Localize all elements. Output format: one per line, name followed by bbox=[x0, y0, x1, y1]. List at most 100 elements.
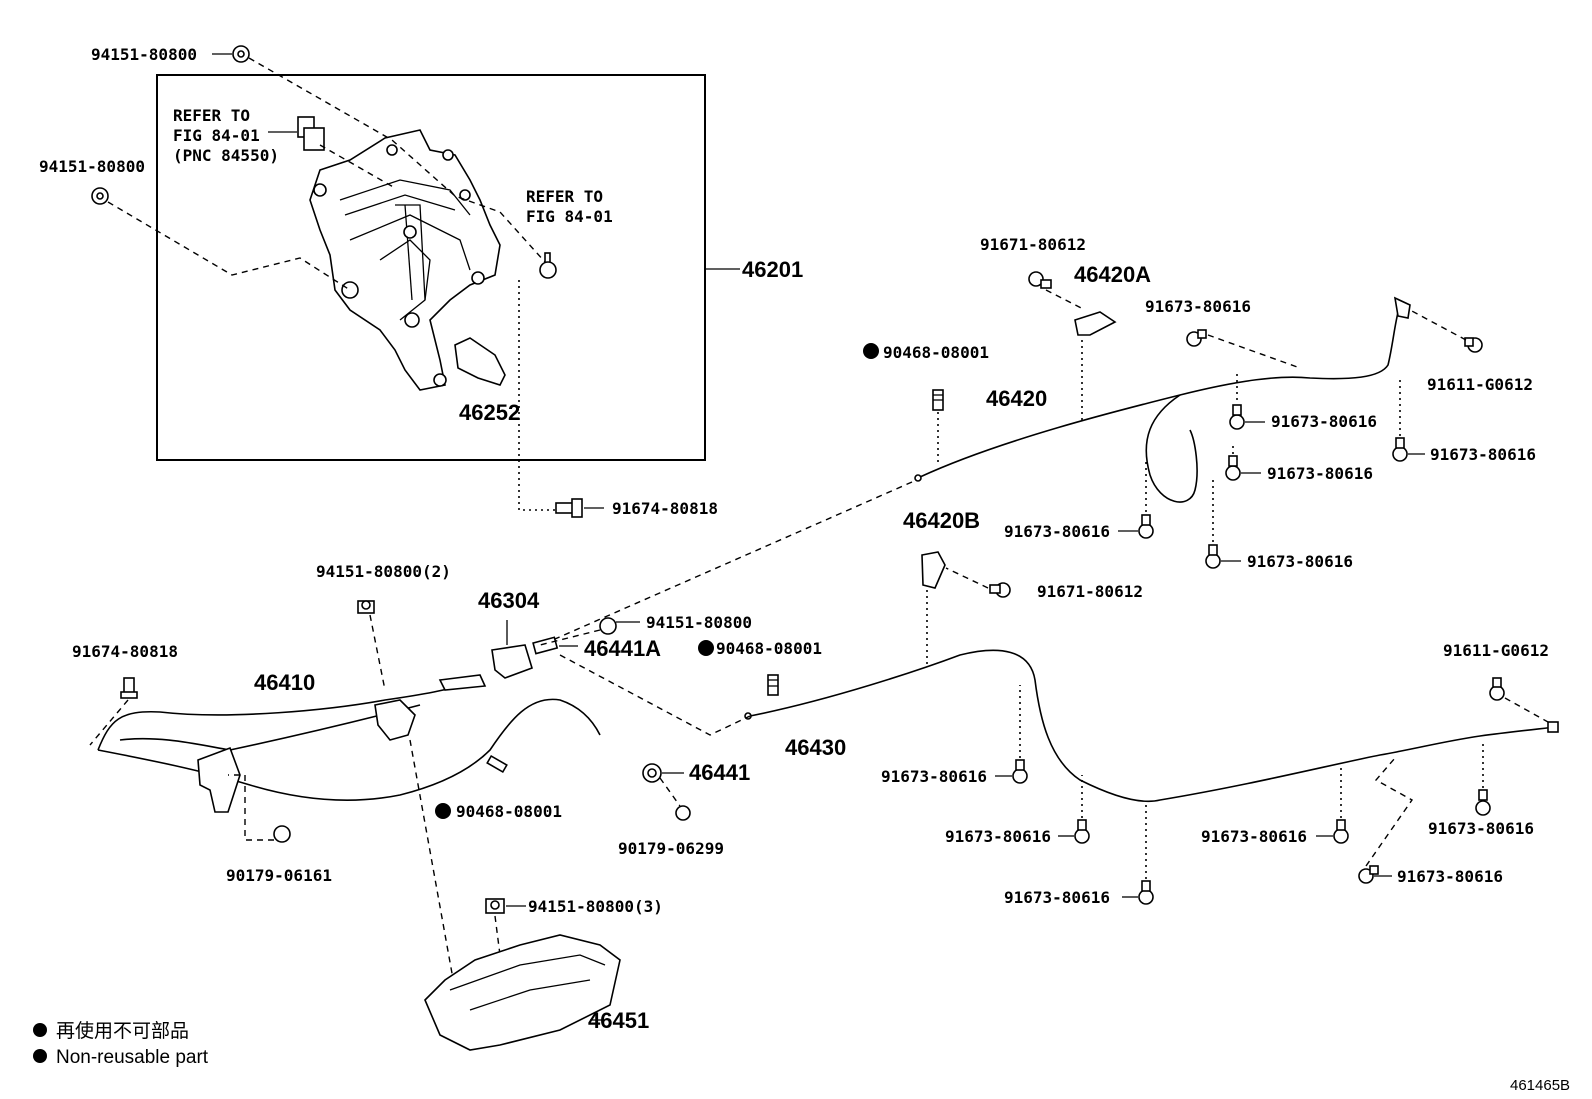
bolt-r6-icon bbox=[1205, 544, 1221, 569]
bolt-g0612-top-icon bbox=[1464, 337, 1483, 353]
dash-46441a-to-46430 bbox=[559, 654, 751, 736]
label-bolt-r3: 91673-80616 bbox=[1430, 445, 1536, 464]
non-reusable-mark-1 bbox=[863, 343, 879, 359]
label-nut-06161: 90179-06161 bbox=[226, 866, 332, 885]
label-clip-top: 94151-80800 bbox=[91, 45, 197, 64]
label-46441a: 46441A bbox=[584, 636, 661, 661]
dash-nut-bottom-3 bbox=[494, 915, 501, 956]
pedal-bracket bbox=[309, 129, 501, 391]
dash-46420a-bolt bbox=[1045, 289, 1086, 311]
clip-left-hole bbox=[96, 192, 104, 200]
part-46441-icon bbox=[642, 763, 662, 783]
pedal-assembly-frame bbox=[156, 74, 706, 461]
label-bolt-pedal: 91674-80818 bbox=[612, 499, 718, 518]
label-46420a: 46420A bbox=[1074, 262, 1151, 287]
dash-bolt-g0612-bottom bbox=[1504, 697, 1549, 723]
bracket-46304 bbox=[491, 644, 533, 679]
bolt-r1-icon bbox=[1186, 329, 1207, 347]
label-46441: 46441 bbox=[689, 760, 750, 785]
bolt-r3-icon bbox=[1392, 437, 1408, 462]
label-bolt-g0612-top: 91611-G0612 bbox=[1427, 375, 1533, 394]
part-46441a-icon bbox=[532, 636, 559, 655]
label-clip-red-3: 90468-08001 bbox=[456, 802, 562, 821]
nut-center-2-icon bbox=[357, 600, 375, 614]
label-nut-bottom-3: 94151-80800(3) bbox=[528, 897, 663, 916]
cable-46420-loop bbox=[1145, 394, 1198, 503]
pedal-pad-46252 bbox=[454, 337, 506, 386]
label-46420: 46420 bbox=[986, 386, 1047, 411]
dash-nut-center-2-b bbox=[409, 739, 456, 991]
label-bolt-l6: 91673-80616 bbox=[1397, 867, 1503, 886]
clip-red-2-icon bbox=[767, 674, 779, 696]
bracket-46420b bbox=[921, 551, 946, 589]
pedal-switch-body bbox=[303, 127, 325, 151]
label-clip-red-2: 90468-08001 bbox=[716, 639, 822, 658]
legend-jp: 再使用不可部品 bbox=[56, 1020, 189, 1042]
dots-pedal-bolt bbox=[518, 280, 556, 511]
legend-mark-jp bbox=[33, 1023, 47, 1037]
dash-bolt-l6 bbox=[1365, 757, 1414, 867]
bolt-l2-icon bbox=[1074, 819, 1090, 844]
non-reusable-mark-3 bbox=[435, 803, 451, 819]
cable-bracket-left bbox=[197, 746, 241, 813]
cover-46451-rib-2 bbox=[469, 979, 591, 1011]
note-refer-b-line2: FIG 84-01 bbox=[526, 207, 613, 226]
note-refer-a-line1: REFER TO bbox=[173, 106, 250, 125]
legend-en: Non-reusable part bbox=[56, 1047, 209, 1068]
nut-bottom-3-icon bbox=[485, 898, 505, 914]
dash-bolt-g0612-top bbox=[1409, 309, 1467, 341]
bolt-l1-icon bbox=[1012, 759, 1028, 784]
bolt-l3-icon bbox=[1138, 880, 1154, 905]
clip-top-hole bbox=[237, 50, 245, 58]
nut-06161-icon bbox=[273, 825, 291, 843]
label-46430: 46430 bbox=[785, 735, 846, 760]
label-bolt-l2: 91673-80616 bbox=[945, 827, 1051, 846]
label-bolt-l3: 91673-80616 bbox=[1004, 888, 1110, 907]
dash-nut-center-2-a bbox=[369, 614, 386, 691]
dash-bolt-r1 bbox=[1207, 334, 1301, 369]
label-clip-red-1: 90468-08001 bbox=[883, 343, 989, 362]
clip-red-1-icon bbox=[932, 389, 944, 411]
bolt-refer-b-icon bbox=[539, 252, 557, 279]
label-bolt-r2: 91673-80616 bbox=[1271, 412, 1377, 431]
label-bolt-r5: 91673-80616 bbox=[1004, 522, 1110, 541]
bolt-r5-icon bbox=[1138, 514, 1154, 539]
bolt-r4-icon bbox=[1225, 455, 1241, 481]
label-46451: 46451 bbox=[588, 1008, 649, 1033]
cable-46430 bbox=[749, 649, 1556, 803]
dash-nut-06299 bbox=[659, 777, 681, 807]
label-bolt-l4: 91673-80616 bbox=[1201, 827, 1307, 846]
clip-46441a-icon bbox=[599, 617, 617, 635]
dash-46420b-bolt bbox=[945, 567, 989, 589]
clip-red-3-icon bbox=[486, 754, 508, 774]
bolt-g0612-bottom-icon bbox=[1489, 677, 1505, 701]
label-46420b: 46420B bbox=[903, 508, 980, 533]
cover-46451-rib-1 bbox=[449, 954, 606, 991]
cable-46410-end-rod bbox=[438, 674, 487, 691]
label-46252: 46252 bbox=[459, 400, 520, 425]
label-bolt-46420b: 91671-80612 bbox=[1037, 582, 1143, 601]
bolt-l6-icon bbox=[1358, 865, 1379, 884]
dash-clip-top bbox=[248, 57, 546, 263]
dash-clip-left bbox=[107, 201, 351, 291]
label-bolt-cable-left: 91674-80818 bbox=[72, 642, 178, 661]
cable-46410-upper bbox=[97, 679, 481, 751]
legend-mark-en bbox=[33, 1049, 47, 1063]
figure-id: 461465B bbox=[1510, 1077, 1570, 1094]
bolt-l4-icon bbox=[1333, 819, 1349, 844]
non-reusable-mark-2 bbox=[698, 640, 714, 656]
dash-bolt-cable-left bbox=[89, 699, 129, 746]
label-bolt-r4: 91673-80616 bbox=[1267, 464, 1373, 483]
dash-nut-06161 bbox=[228, 774, 274, 841]
label-46304: 46304 bbox=[478, 588, 540, 613]
label-nut-06299: 90179-06299 bbox=[618, 839, 724, 858]
label-bolt-l5: 91673-80616 bbox=[1428, 819, 1534, 838]
note-refer-a-line3: (PNC 84550) bbox=[173, 146, 279, 165]
note-refer-b-line1: REFER TO bbox=[526, 187, 603, 206]
bracket-46420a bbox=[1074, 311, 1117, 336]
label-bolt-g0612-bottom: 91611-G0612 bbox=[1443, 641, 1549, 660]
bolt-46420a-icon bbox=[1028, 271, 1052, 289]
cable-bracket-center bbox=[374, 699, 416, 741]
label-bolt-46420a: 91671-80612 bbox=[980, 235, 1086, 254]
